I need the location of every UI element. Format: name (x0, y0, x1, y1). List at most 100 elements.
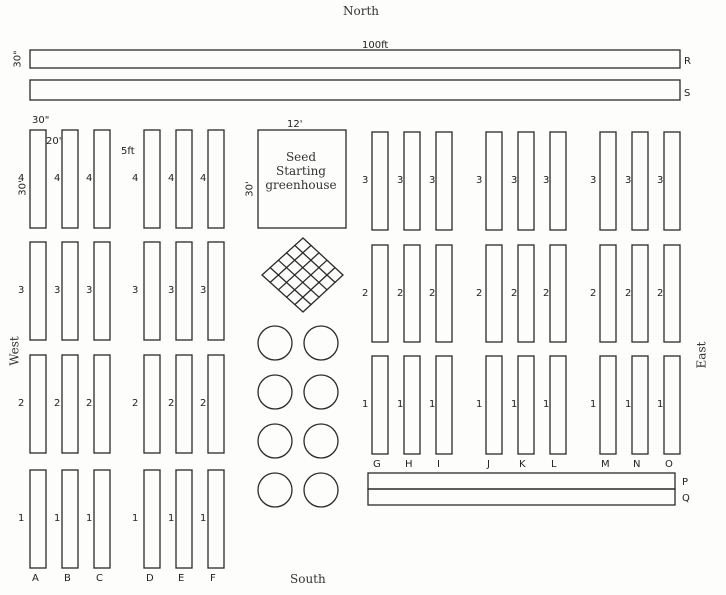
bed-J-3 (485, 131, 503, 231)
bed-number-G-2: 2 (362, 287, 369, 299)
column-label-n: N (633, 459, 641, 470)
greenhouse-outline (257, 129, 347, 229)
bed-M-3 (599, 131, 617, 231)
column-label-l: L (551, 459, 557, 470)
east-label: East (694, 341, 709, 369)
trellis-grid-outline (261, 237, 344, 313)
north-label: North (343, 4, 380, 18)
bed-F-4 (207, 129, 225, 229)
bed-number-K-1: 1 (511, 399, 518, 410)
greenhouse-depth-label: 30' (244, 181, 256, 197)
column-label-b: B (64, 573, 71, 584)
column-label-h: H (405, 459, 413, 470)
column-label-c: C (96, 573, 103, 584)
bed-D-1 (143, 469, 161, 569)
bed-number-C-3: 3 (86, 285, 93, 296)
bed-number-F-4: 4 (200, 173, 207, 184)
bed-number-O-1: 1 (657, 399, 664, 410)
south-label: South (290, 572, 326, 586)
bed-number-F-2: 2 (200, 398, 207, 409)
bed-D-3 (143, 241, 161, 341)
bed-number-L-3: 3 (543, 175, 550, 186)
bed-number-O-3: 3 (657, 175, 664, 186)
column-label-o: O (665, 459, 673, 470)
bed-number-J-1: 1 (476, 399, 483, 410)
bed-O-1 (663, 355, 681, 455)
row-label-p: P (682, 477, 689, 488)
bed-J-2 (485, 244, 503, 343)
round-bed-6 (303, 423, 339, 459)
bed-H-3 (403, 131, 421, 231)
bed-G-3 (371, 131, 389, 231)
bed-E-4 (175, 129, 193, 229)
bed-C-4 (93, 129, 111, 229)
bed-number-H-1: 1 (397, 399, 404, 410)
round-bed-1 (257, 325, 293, 361)
bed-O-2 (663, 244, 681, 343)
row-label-r: R (684, 56, 691, 67)
bed-A-4 (29, 129, 47, 229)
row-label-q: Q (682, 493, 690, 504)
bed-C-1 (93, 469, 111, 569)
trellis-grid-line (285, 259, 328, 298)
bed-width-label-20in: 20" (46, 136, 64, 147)
long-bed-width-label: 30" (12, 50, 24, 68)
bed-number-H-3: 3 (397, 175, 404, 186)
bed-M-2 (599, 244, 617, 343)
bed-width-label-30in: 30" (32, 115, 50, 126)
bed-G-1 (371, 355, 389, 455)
column-label-g: G (373, 459, 381, 470)
bed-L-2 (549, 244, 567, 343)
bed-number-L-1: 1 (543, 399, 550, 410)
bed-F-2 (207, 354, 225, 454)
bed-B-4 (61, 129, 79, 229)
column-label-k: K (519, 459, 526, 470)
bed-I-1 (435, 355, 453, 455)
bed-number-D-3: 3 (132, 285, 139, 296)
trellis-grid-line (269, 244, 312, 284)
bed-C-2 (93, 354, 111, 454)
bed-K-1 (517, 355, 535, 455)
bed-number-F-3: 3 (200, 285, 207, 296)
bed-K-2 (517, 244, 535, 343)
bed-number-I-2: 2 (429, 287, 436, 299)
bed-number-A-3: 3 (18, 285, 25, 296)
west-label: West (7, 336, 22, 366)
bed-K-3 (517, 131, 535, 231)
bed-E-1 (175, 469, 193, 569)
bed-number-A-4: 4 (18, 173, 25, 184)
column-label-j: J (487, 459, 490, 470)
bed-G-2 (371, 244, 389, 343)
bed-E-3 (175, 241, 193, 341)
bed-number-L-2: 2 (543, 287, 550, 299)
round-bed-8 (303, 472, 339, 508)
bed-L-3 (549, 131, 567, 231)
bed-number-H-2: 2 (397, 287, 404, 299)
bed-D-4 (143, 129, 161, 229)
bed-D-2 (143, 354, 161, 454)
trellis-grid-line (269, 266, 312, 306)
bed-number-I-1: 1 (429, 399, 436, 410)
bed-number-I-3: 3 (429, 175, 436, 186)
bed-number-C-1: 1 (86, 513, 93, 524)
long-bed-s (29, 79, 681, 101)
bed-number-E-2: 2 (168, 398, 175, 409)
bed-number-C-2: 2 (86, 398, 93, 409)
trellis-grid-line (294, 244, 336, 284)
bed-number-A-1: 1 (18, 513, 25, 524)
bed-number-E-1: 1 (168, 513, 175, 524)
bed-H-2 (403, 244, 421, 343)
bed-number-O-2: 2 (657, 287, 664, 299)
row-label-s: S (684, 88, 691, 99)
bed-number-N-2: 2 (625, 287, 632, 299)
bed-C-3 (93, 241, 111, 341)
bed-M-1 (599, 355, 617, 455)
bed-N-3 (631, 131, 649, 231)
bed-number-F-1: 1 (200, 513, 207, 524)
bed-F-1 (207, 469, 225, 569)
trellis-grid-line (277, 259, 320, 298)
bed-B-2 (61, 354, 79, 454)
bed-number-M-2: 2 (590, 287, 597, 299)
bed-E-2 (175, 354, 193, 454)
